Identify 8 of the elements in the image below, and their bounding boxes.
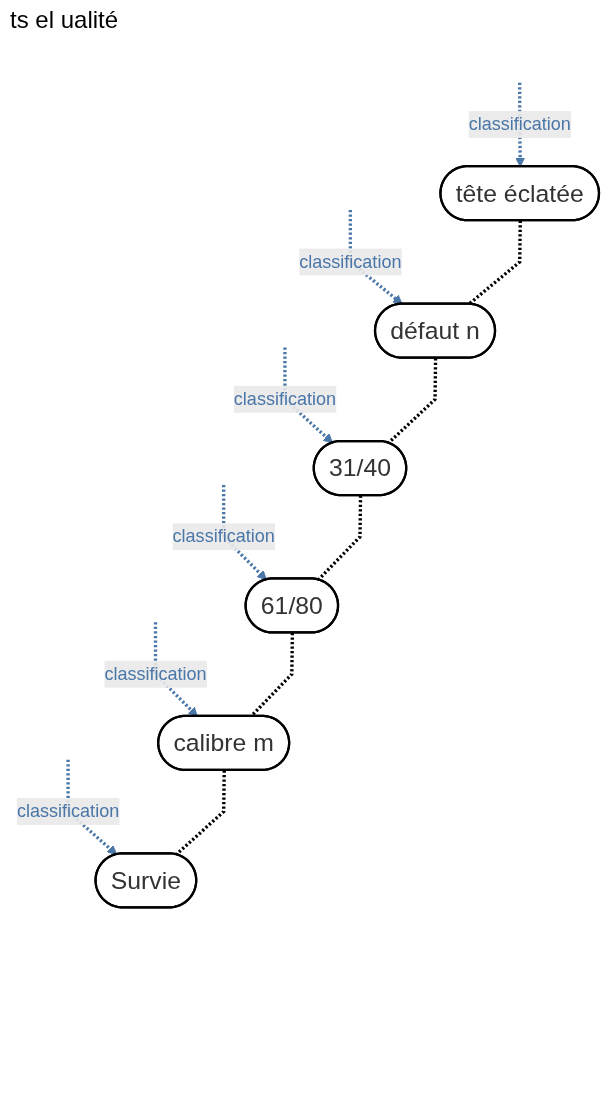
edge-label: classification [103,664,207,684]
edge-label: classification [298,251,401,271]
edge-label: classification [172,526,275,546]
edge-label: classification [16,801,119,821]
note-text: ts el ualité [10,6,120,34]
edge-label: classification [468,114,571,134]
arrow [348,210,403,305]
edge-label: classification [233,389,336,409]
